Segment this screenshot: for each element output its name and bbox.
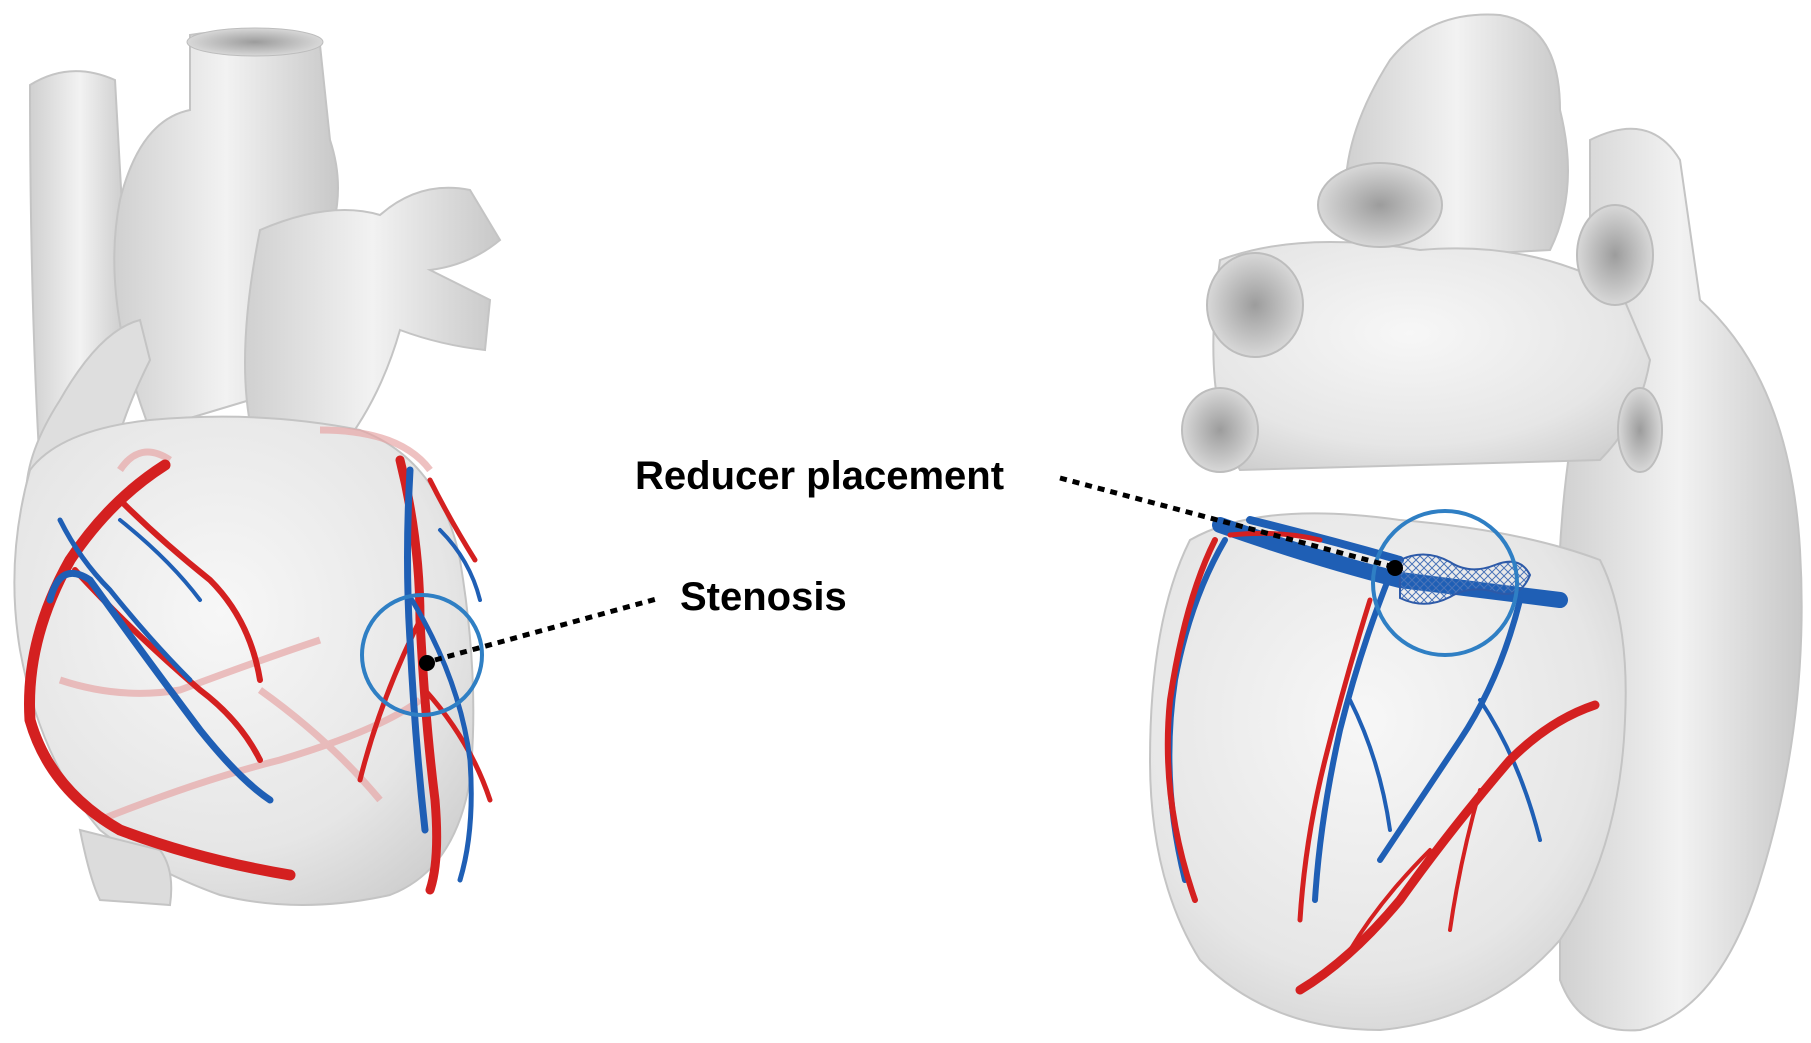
pulmonary-vein-opening (1618, 388, 1662, 472)
stenosis-label: Stenosis (680, 575, 847, 619)
reducer-placement-label: Reducer placement (635, 454, 1004, 498)
pulmonary-vein-opening (1207, 253, 1303, 357)
pulmonary-vein-opening (1318, 163, 1442, 247)
stenosis-point (419, 655, 435, 671)
anterior-heart (14, 28, 660, 905)
posterior-heart (1060, 15, 1802, 1031)
posterior-ventricles (1150, 513, 1626, 1030)
pulmonary-vein-opening (1182, 388, 1258, 472)
pulmonary-vein-opening (1577, 205, 1653, 305)
